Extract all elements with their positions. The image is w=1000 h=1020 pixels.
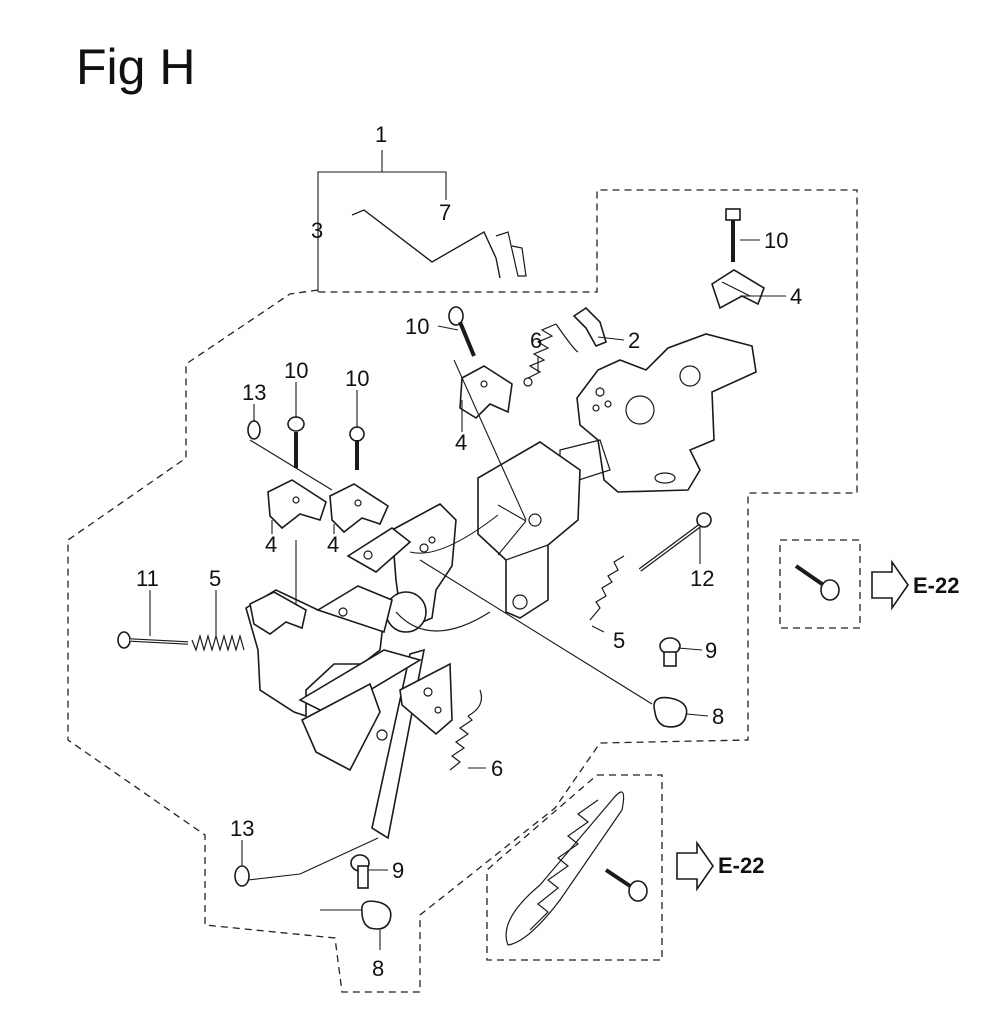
callout-7: 7 (439, 200, 451, 225)
callout-1: 1 (375, 122, 387, 147)
clamp-left-2 (329, 483, 390, 534)
spring-right (589, 512, 712, 621)
nut-upper (247, 420, 261, 440)
pin-bottom (350, 854, 370, 889)
pin-right (659, 637, 681, 667)
spring-lower (449, 689, 483, 771)
callout-11: 11 (136, 566, 159, 591)
clip-part (572, 306, 607, 348)
callout-10-c: 10 (284, 358, 308, 383)
cap-right (653, 696, 688, 728)
callout-2: 2 (628, 328, 640, 353)
reference-box-upper (779, 539, 909, 629)
callout-10-a: 10 (764, 228, 788, 253)
governor-rod (351, 209, 527, 279)
callout-4-b: 4 (455, 430, 467, 455)
callout-4-c: 4 (265, 532, 277, 557)
callout-13-a: 13 (242, 380, 266, 405)
callout-9-b: 9 (392, 858, 404, 883)
spring-upper (523, 323, 579, 387)
callout-5-a: 5 (209, 566, 221, 591)
clamp-center (459, 365, 513, 420)
callout-5-b: 5 (613, 628, 625, 653)
callout-3: 3 (311, 218, 323, 243)
clamp-upper-right (711, 269, 765, 310)
callout-9-a: 9 (705, 638, 717, 663)
callout-8-a: 8 (712, 704, 724, 729)
clamp-lower (249, 591, 307, 635)
screw-center (448, 306, 476, 357)
item1-bracket (317, 171, 447, 292)
callout-13-b: 13 (230, 816, 254, 841)
adjusting-bolt (117, 631, 189, 649)
screw-left-1 (287, 416, 305, 468)
callout-12: 12 (690, 566, 714, 591)
link-plate (385, 503, 491, 633)
callout-6-b: 6 (491, 756, 503, 781)
callout-10-d: 10 (345, 366, 369, 391)
cap-bottom (361, 900, 392, 930)
leader-lines (149, 239, 786, 950)
clamp-left-1 (267, 479, 327, 530)
reference-label-upper: E-22 (913, 573, 959, 598)
callout-4-d: 4 (327, 532, 339, 557)
spring-left (191, 633, 245, 653)
upper-control-plate (559, 333, 757, 493)
nut-lower (234, 865, 250, 887)
figure-title: Fig H (76, 39, 196, 95)
governor-arm (371, 648, 453, 840)
callout-8-b: 8 (372, 956, 384, 981)
screw-top-right (725, 208, 741, 262)
reference-box-lower (486, 774, 714, 961)
center-bracket (477, 441, 581, 619)
screw-left-2 (349, 426, 365, 470)
reference-label-lower: E-22 (718, 853, 764, 878)
callout-6-a: 6 (530, 328, 542, 353)
callout-10-b: 10 (405, 314, 429, 339)
callout-4-a: 4 (790, 284, 802, 309)
